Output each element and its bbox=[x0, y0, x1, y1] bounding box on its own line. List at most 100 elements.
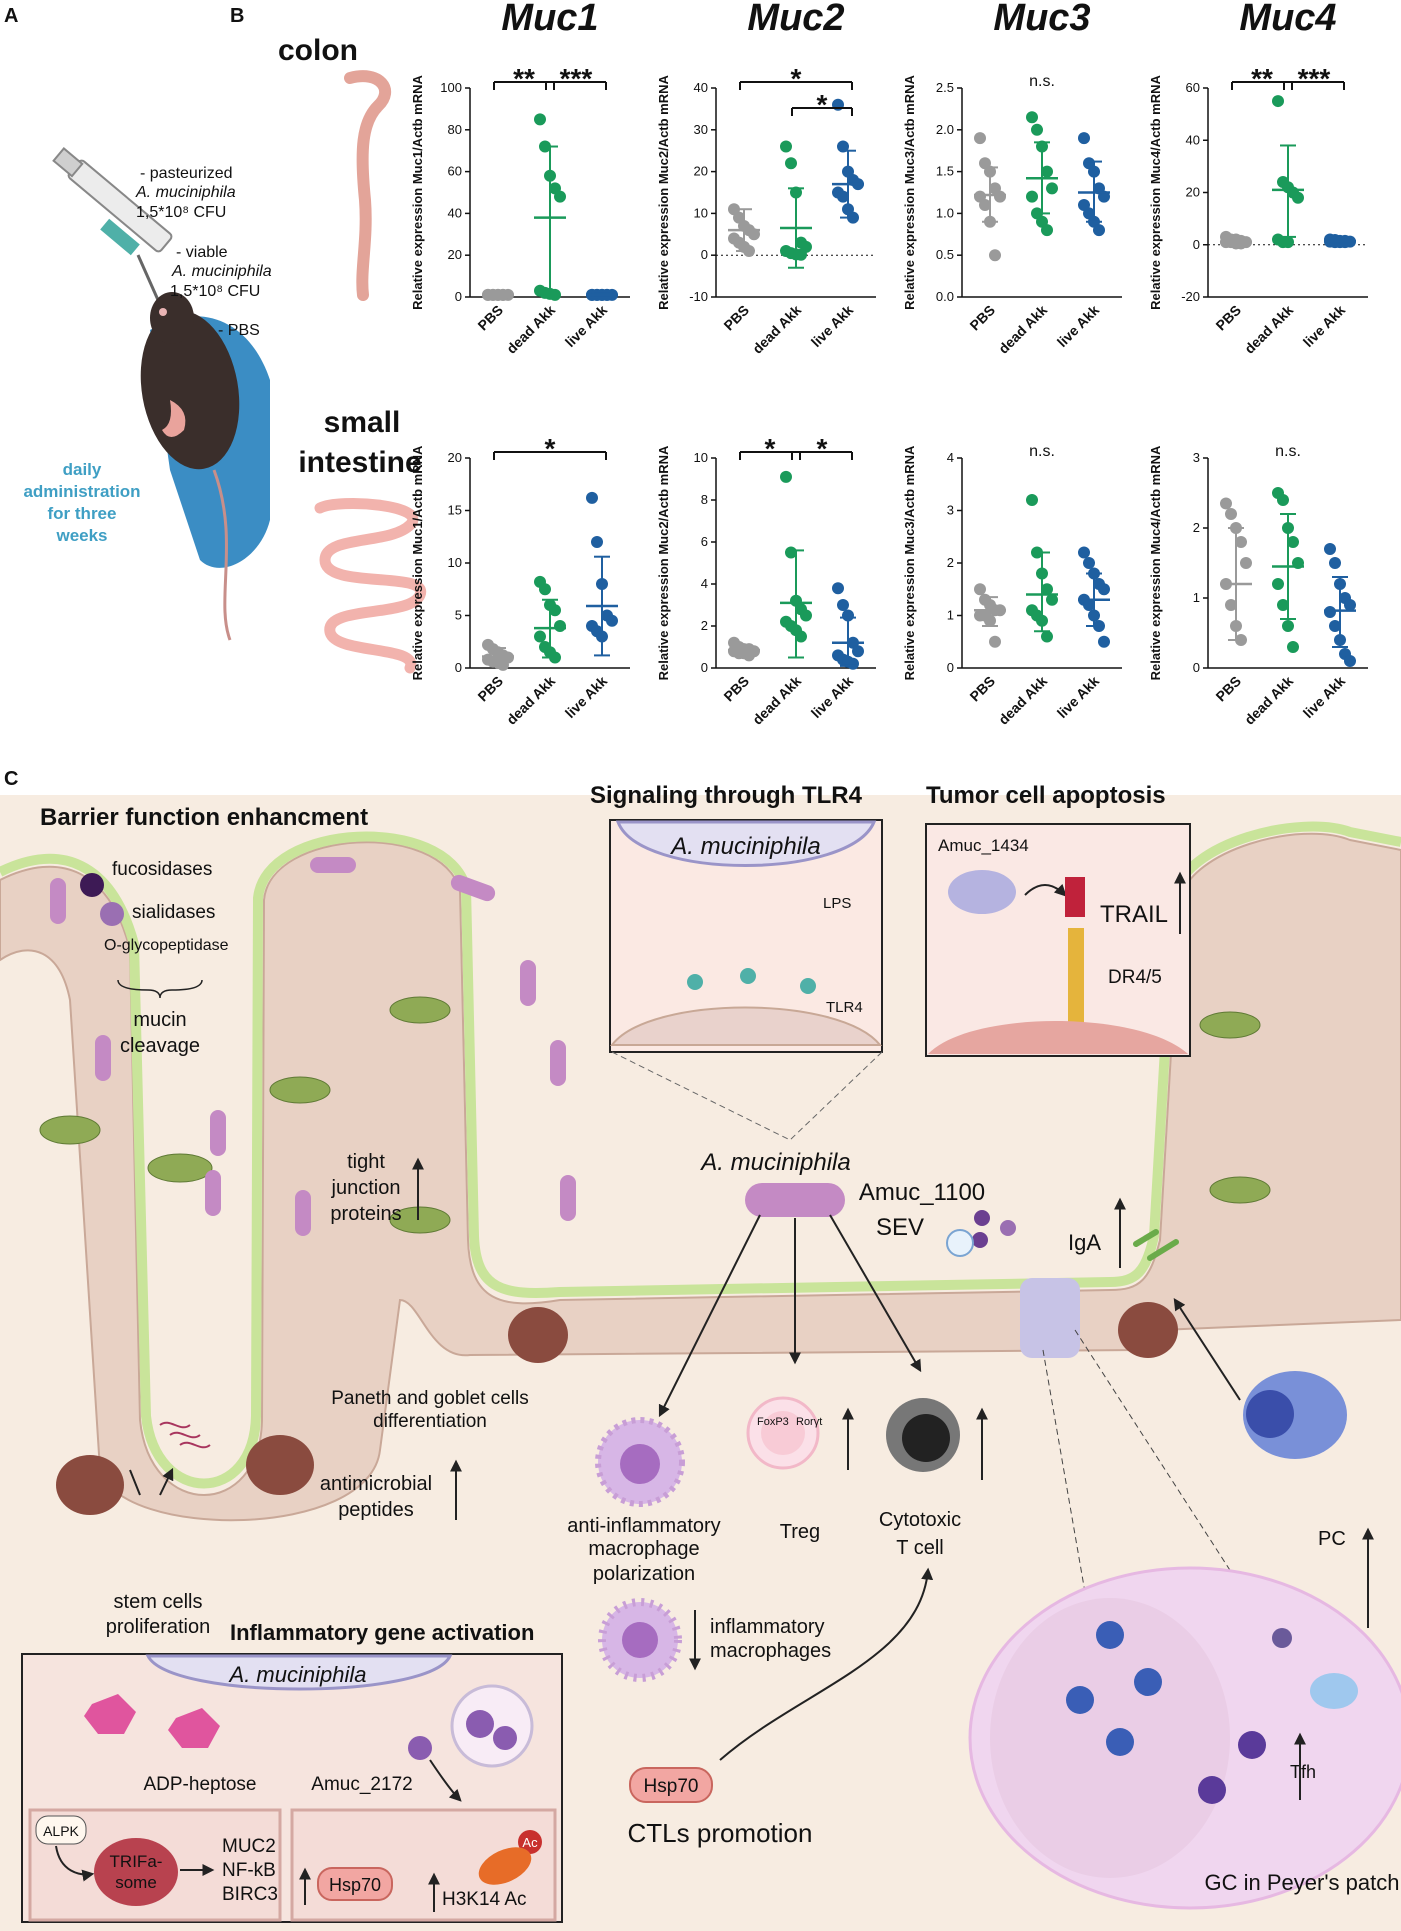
amuc1100-label: Amuc_1100 bbox=[859, 1179, 985, 1206]
significance-label: n.s. bbox=[1029, 73, 1055, 90]
trifa-label-2: some bbox=[115, 1873, 157, 1892]
amuc1434-label: Amuc_1434 bbox=[938, 836, 1029, 855]
data-point bbox=[832, 582, 844, 595]
y-tick-label: 1.5 bbox=[936, 164, 954, 179]
adp-heptose-icon-2 bbox=[168, 1708, 220, 1748]
data-point bbox=[1292, 191, 1304, 204]
svg-text:junction: junction bbox=[331, 1177, 401, 1199]
amuc2172-label: Amuc_2172 bbox=[311, 1774, 412, 1795]
y-tick-label: 80 bbox=[448, 122, 462, 137]
y-tick-label: 6 bbox=[701, 534, 708, 549]
y-tick-label: 3 bbox=[1193, 450, 1200, 465]
treatment-prefix-1: - pasteurized bbox=[140, 165, 233, 182]
data-point bbox=[1041, 630, 1053, 643]
data-point bbox=[1046, 593, 1058, 606]
stem-label-2: proliferation bbox=[106, 1616, 211, 1638]
data-point bbox=[591, 536, 603, 548]
data-point bbox=[1344, 599, 1356, 611]
gene-birc3: BIRC3 bbox=[222, 1884, 278, 1905]
chart-title: Muc4 bbox=[1239, 0, 1336, 39]
data-point bbox=[780, 140, 792, 153]
data-point bbox=[1277, 599, 1289, 611]
hsp70-label: Hsp70 bbox=[644, 1776, 699, 1797]
enzyme-fucosidases: fucosidases bbox=[112, 859, 212, 880]
adp-heptose-icon bbox=[84, 1694, 136, 1734]
y-tick-label: 0 bbox=[1193, 660, 1200, 675]
data-point bbox=[1282, 236, 1294, 249]
svg-text:daily: daily bbox=[63, 460, 102, 479]
data-point bbox=[795, 630, 807, 643]
antimicrobial-label-1: antimicrobial bbox=[320, 1473, 432, 1495]
adp-heptose-label: ADP-heptose bbox=[143, 1774, 256, 1795]
svg-text:tight: tight bbox=[347, 1151, 385, 1173]
data-point bbox=[974, 132, 986, 145]
dendritic-cell-icon bbox=[1272, 1628, 1292, 1648]
tlr4-label: TLR4 bbox=[826, 999, 863, 1016]
data-point bbox=[1272, 578, 1284, 590]
stem-label-1: stem cells bbox=[114, 1591, 203, 1613]
y-tick-label: -10 bbox=[689, 289, 708, 304]
treatment-dose-1: 1,5*10⁸ CFU bbox=[136, 204, 226, 221]
fucosidase-icon bbox=[80, 873, 104, 897]
y-tick-label: 2.5 bbox=[936, 80, 954, 95]
macrophage-icon bbox=[595, 1417, 685, 1507]
data-point bbox=[1240, 557, 1252, 569]
gene-nfkb: NF-kB bbox=[222, 1860, 276, 1881]
y-axis-label: Relative expression Muc4/Actb mRNA bbox=[1148, 445, 1163, 680]
apoptosis-box: Amuc_1434 TRAIL DR4/5 bbox=[925, 823, 1191, 1057]
small-intestine-illustration bbox=[314, 498, 426, 674]
treatment-dose-2: 1,5*10⁸ CFU bbox=[170, 283, 260, 300]
syringe-icon bbox=[52, 147, 173, 301]
inflam-box-species: A. muciniphila bbox=[228, 1662, 367, 1687]
data-point bbox=[1083, 557, 1095, 569]
y-tick-label: 10 bbox=[448, 555, 462, 570]
x-tick-label: dead Akk bbox=[503, 302, 558, 357]
data-point bbox=[554, 190, 566, 203]
macrophage-label-3: polarization bbox=[593, 1563, 695, 1585]
inflam-hsp70-label: Hsp70 bbox=[329, 1875, 381, 1895]
schedule-label: daily administration for three weeks bbox=[23, 460, 140, 545]
data-point bbox=[1026, 190, 1038, 203]
data-point bbox=[1225, 599, 1237, 611]
panel-b: B colon small intestine 020406080100Rela… bbox=[230, 0, 1368, 728]
y-axis-label: Relative expression Muc1/Actb mRNA bbox=[410, 445, 425, 680]
data-point bbox=[1220, 497, 1232, 510]
y-tick-label: 2 bbox=[947, 555, 954, 570]
data-point bbox=[1235, 237, 1247, 250]
tlr4-box: A. muciniphila LPS TLR4 bbox=[609, 819, 883, 1053]
y-tick-label: 0 bbox=[455, 289, 462, 304]
y-tick-label: 1 bbox=[1193, 590, 1200, 605]
y-tick-label: 2 bbox=[701, 618, 708, 633]
h3k14-label: H3K14 Ac bbox=[442, 1889, 527, 1910]
x-tick-label: dead Akk bbox=[749, 673, 804, 728]
data-point bbox=[1235, 536, 1247, 548]
y-tick-label: 10 bbox=[694, 450, 708, 465]
data-point bbox=[837, 599, 849, 611]
mucin-label-2: cleavage bbox=[120, 1035, 200, 1057]
y-tick-label: 40 bbox=[448, 205, 462, 220]
x-tick-label: PBS bbox=[966, 673, 998, 705]
ac-label: Ac bbox=[522, 1835, 538, 1850]
significance-label: *** bbox=[560, 63, 593, 94]
data-point bbox=[1329, 620, 1341, 632]
data-point bbox=[989, 249, 1001, 262]
x-tick-label: PBS bbox=[720, 673, 752, 705]
data-point bbox=[974, 583, 986, 596]
y-tick-label: 20 bbox=[694, 164, 708, 179]
y-tick-label: 2 bbox=[1193, 520, 1200, 535]
significance-label: n.s. bbox=[1029, 443, 1055, 460]
data-point bbox=[1083, 599, 1095, 611]
lps-label: LPS bbox=[823, 895, 851, 912]
x-tick-label: PBS bbox=[1212, 673, 1244, 705]
data-point bbox=[1026, 111, 1038, 124]
panel-a-letter: A bbox=[4, 5, 18, 27]
section-title-barrier: Barrier function enhancment bbox=[40, 804, 368, 831]
x-tick-label: dead Akk bbox=[503, 673, 558, 728]
y-tick-label: 4 bbox=[947, 450, 954, 465]
significance-label: * bbox=[817, 433, 828, 464]
data-point bbox=[1324, 606, 1336, 618]
row-label-colon: colon bbox=[278, 34, 358, 67]
